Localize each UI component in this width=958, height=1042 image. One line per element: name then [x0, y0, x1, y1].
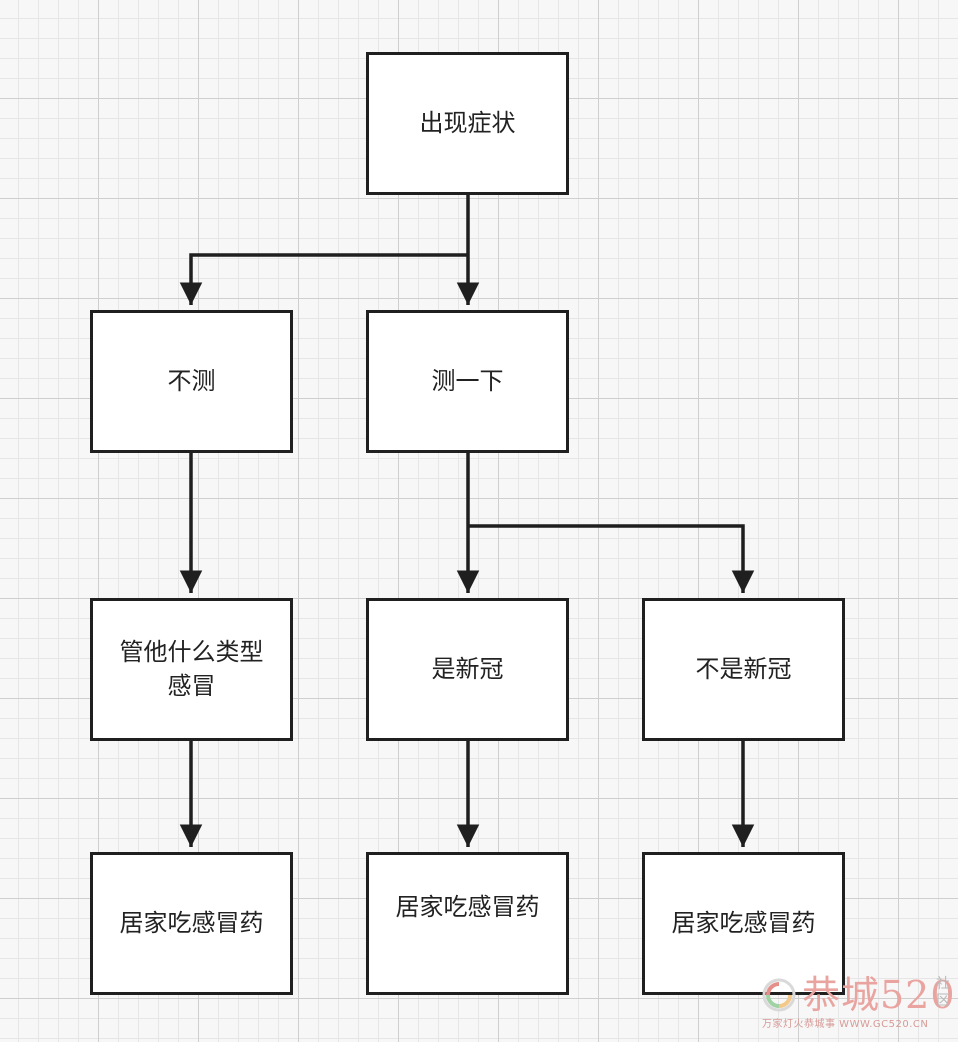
watermark: 恭城520 社区 万家灯火恭城事 WWW.GC520.CN: [760, 972, 956, 1036]
node-any-flu-label-line2: 感冒: [167, 671, 216, 700]
node-not-covid-label: 不是新冠: [695, 654, 792, 683]
node-no-test-label: 不测: [167, 366, 216, 395]
node-symptom: 出现症状: [366, 52, 569, 195]
node-home-medicine-2: 居家吃感冒药: [366, 852, 569, 995]
node-no-test: 不测: [90, 310, 293, 453]
node-covid-label: 是新冠: [431, 654, 504, 683]
node-covid: 是新冠: [366, 598, 569, 741]
node-any-flu: 管他什么类型 感冒: [90, 598, 293, 741]
connector-test-to-notcovid: [468, 524, 755, 593]
watermark-subtitle: 万家灯火恭城事 WWW.GC520.CN: [762, 1019, 929, 1030]
watermark-side-label: 社区: [936, 976, 950, 1009]
node-not-covid: 不是新冠: [642, 598, 845, 741]
node-home-medicine-1: 居家吃感冒药: [90, 852, 293, 995]
node-home-medicine-2-label: 居家吃感冒药: [395, 893, 540, 921]
node-test-label: 测一下: [431, 366, 504, 395]
node-any-flu-label-line1: 管他什么类型: [119, 637, 264, 666]
node-symptom-label: 出现症状: [419, 108, 516, 137]
connector-symptom-to-notest: [179, 253, 468, 305]
node-home-medicine-1-label: 居家吃感冒药: [119, 908, 264, 937]
watermark-brand: 恭城520: [802, 973, 956, 1017]
watermark-logo-icon: [762, 978, 796, 1012]
node-home-medicine-3-label: 居家吃感冒药: [671, 908, 816, 937]
node-home-medicine-3: 居家吃感冒药: [642, 852, 845, 995]
node-test: 测一下: [366, 310, 569, 453]
